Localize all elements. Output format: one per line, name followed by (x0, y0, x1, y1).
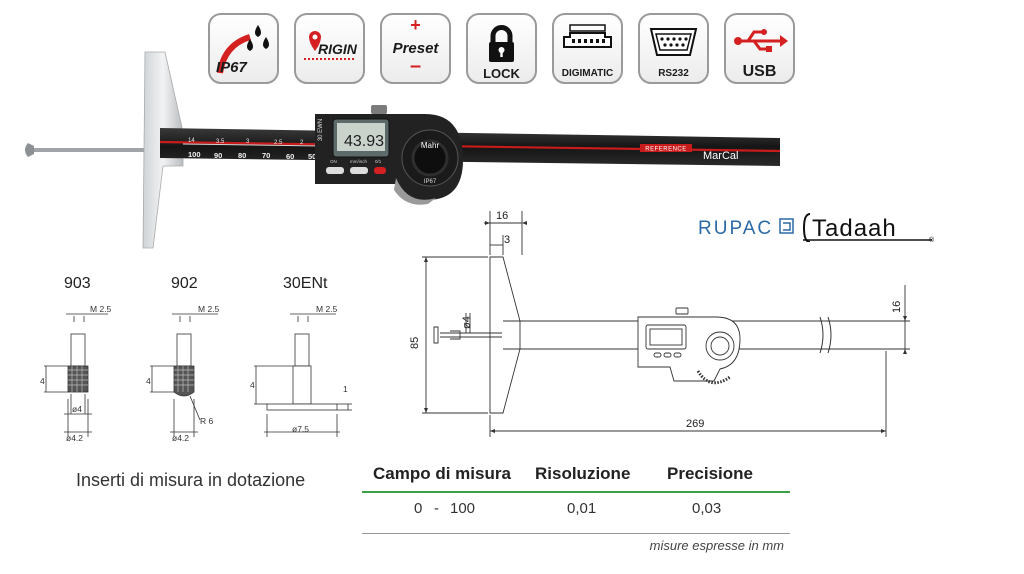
tadaah-logo: Tadaah (812, 215, 897, 242)
insert-30ent-drawing (254, 313, 352, 437)
range-separator: - (434, 500, 439, 517)
rupac-logo: RUPAC (698, 218, 773, 239)
svg-text:100: 100 (188, 150, 201, 159)
resolution-value: 0,01 (567, 500, 597, 517)
header-divider (362, 491, 790, 493)
units-note: misure espresse in mm (649, 538, 784, 553)
technical-drawing: 16 3 ø4 85 269 16 (409, 210, 910, 437)
usb-icon: USB (724, 13, 795, 84)
range-to: 100 (450, 500, 476, 517)
svg-text:60: 60 (286, 152, 294, 161)
dim-base-width: 16 (496, 210, 508, 222)
insert-903-height: 4 (40, 376, 45, 386)
usb-label: USB (742, 63, 777, 80)
reference-badge (640, 144, 692, 152)
dim-total-length: 269 (686, 418, 704, 430)
svg-text:2.5: 2.5 (274, 140, 283, 146)
insert-903-thread: M 2.5 (90, 304, 112, 314)
header-precision: Precisione (667, 464, 753, 483)
beam-scale-line (182, 143, 321, 147)
lcd-value: 43.93 (344, 133, 384, 150)
svg-text:80: 80 (238, 151, 246, 160)
tadaah-bracket-icon (802, 213, 811, 243)
svg-text:3.5: 3.5 (216, 139, 225, 145)
reference-label: REFERENCE (645, 147, 687, 153)
brand-logos: RUPAC Tadaah ® (698, 210, 938, 244)
insert-902-dia: ø4.2 (172, 433, 189, 443)
insert-902-title: 902 (171, 275, 198, 292)
probe-rod (30, 148, 150, 152)
spec-table-header: Campo di misura Risoluzione Precisione (362, 460, 790, 493)
header-resolution: Risoluzione (535, 464, 631, 483)
digimatic-label: DIGIMATIC (561, 68, 614, 79)
dim-rod-dia: ø4 (461, 316, 473, 329)
rupac-mark-icon (779, 218, 794, 234)
rs232-label: RS232 (658, 68, 689, 79)
origin-label: RIGIN (318, 41, 357, 57)
gauge-rating: IP67 (424, 179, 437, 185)
inserts-drawings: 903 902 30ENt M 2.5 4 ø4 ø4.2 M 2.5 4 R … (40, 275, 352, 443)
ip67-label: IP67 (216, 59, 247, 76)
inserts-caption: Inserti di misura in dotazione (76, 470, 306, 490)
insert-902-drawing (150, 313, 218, 437)
insert-30ent-title: 30ENt (283, 275, 328, 292)
insert-903-dia: ø4 (72, 404, 82, 414)
range-from: 0 (414, 500, 423, 517)
svg-text:3: 3 (246, 139, 250, 145)
insert-30ent-step: 1 (343, 384, 348, 394)
plus-icon: + (410, 15, 421, 35)
beam-scale-numbers: 100 90 80 70 60 50 (188, 150, 316, 161)
minus-icon: – (409, 55, 422, 77)
insert-903-title: 903 (64, 275, 91, 292)
svg-text:2: 2 (300, 140, 304, 146)
lock-screw (371, 105, 387, 114)
svg-text:50: 50 (308, 152, 316, 161)
feature-icons: IP67 RIGIN + Preset – LOCK DIGIMATIC (208, 13, 795, 87)
insert-903-drawing (44, 313, 108, 437)
preset-icon: + Preset – (380, 13, 451, 84)
dim-beam-height: 16 (891, 301, 903, 313)
svg-text:90: 90 (214, 151, 222, 160)
svg-text:14: 14 (188, 138, 195, 144)
table-bottom-divider (362, 533, 790, 534)
lock-icon: LOCK (466, 13, 537, 84)
head-code: 30 EWN (318, 119, 324, 141)
ip67-icon: IP67 (208, 13, 279, 84)
svg-text:mm/inch: mm/inch (350, 159, 367, 164)
insert-903-dia2: ø4.2 (66, 433, 83, 443)
preset-label: Preset (392, 40, 439, 57)
svg-text:0/1: 0/1 (375, 159, 382, 164)
lock-label: LOCK (483, 66, 520, 81)
svg-text:ON: ON (330, 159, 337, 164)
registered-icon: ® (929, 236, 935, 242)
rs232-icon: RS232 (638, 13, 709, 84)
svg-text:70: 70 (262, 151, 270, 160)
dim-base-height: 85 (409, 337, 421, 349)
insert-902-thread: M 2.5 (198, 304, 220, 314)
dim-step-width: 3 (504, 234, 510, 246)
insert-30ent-height: 4 (250, 380, 255, 390)
insert-902-height: 4 (146, 376, 151, 386)
insert-902-radius: R 6 (200, 416, 214, 426)
insert-30ent-dia: ø7.5 (292, 424, 309, 434)
thumb-wheel (394, 178, 436, 205)
table-row: 0 - 100 0,01 0,03 (362, 492, 790, 524)
probe-tip (25, 143, 34, 157)
precision-value: 0,03 (692, 500, 722, 517)
digimatic-icon: DIGIMATIC (552, 13, 623, 84)
spec-table: Campo di misura Risoluzione Precisione 0… (362, 460, 790, 553)
header-range: Campo di misura (373, 464, 511, 483)
insert-30ent-thread: M 2.5 (316, 304, 338, 314)
model-label: MarCal (703, 150, 738, 162)
origin-icon: RIGIN (294, 13, 365, 84)
gauge-buttons (326, 167, 386, 174)
lcd-screen (337, 123, 385, 151)
mahr-brand: Mahr (421, 141, 440, 150)
